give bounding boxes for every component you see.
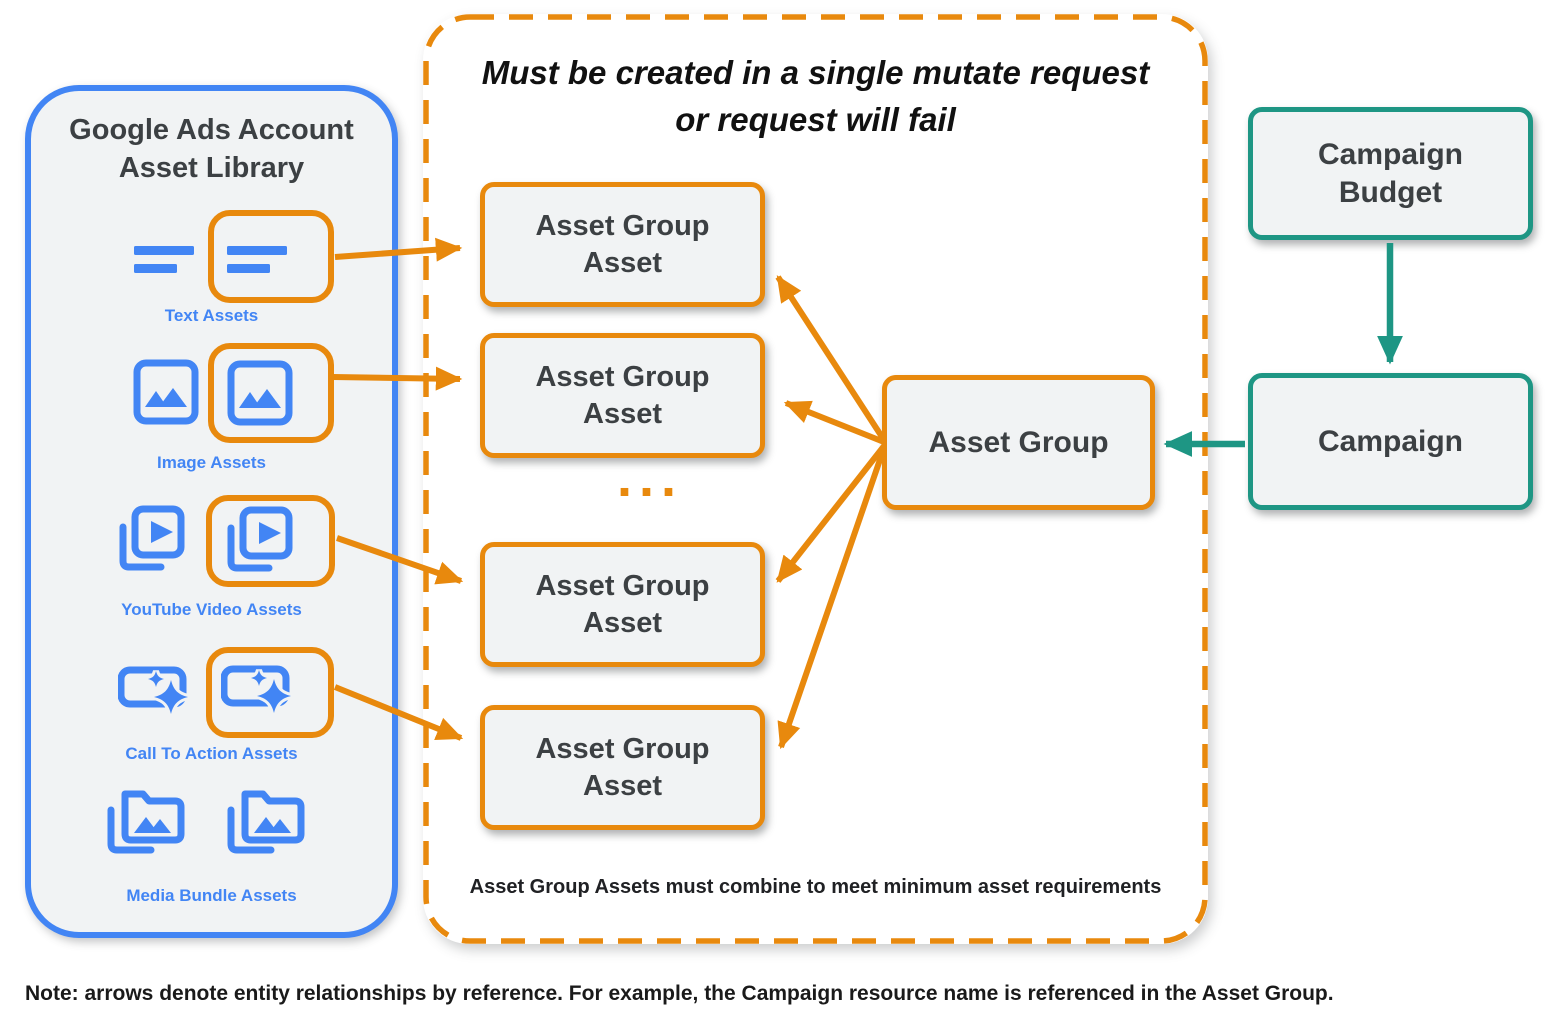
selected-text-asset-outline — [208, 210, 334, 303]
asset-group-asset-box: Asset Group Asset — [480, 705, 765, 830]
asset-group-asset-box: Asset Group Asset — [480, 182, 765, 307]
mutate-request-caption: Asset Group Assets must combine to meet … — [469, 876, 1162, 898]
youtube-video-asset-icon — [115, 505, 185, 577]
media-bundle-asset-icon — [223, 786, 307, 858]
image-assets-label: Image Assets — [157, 453, 266, 472]
text-assets-label: Text Assets — [164, 306, 259, 325]
image-asset-icon — [133, 359, 199, 425]
call-to-action-asset-icon — [118, 662, 198, 718]
campaign-budget-box: Campaign Budget — [1248, 107, 1533, 240]
call-to-action-assets-label: Call To Action Assets — [125, 744, 298, 763]
asset-group-asset-box: Asset Group Asset — [480, 333, 765, 458]
asset-library-title: Google Ads Account Asset Library — [69, 114, 354, 184]
youtube-video-assets-label: YouTube Video Assets — [121, 600, 302, 619]
image-asset-icon — [227, 360, 293, 426]
selected-image-asset-outline — [208, 343, 334, 443]
mutate-request-title: Must be created in a single mutate reque… — [481, 54, 1150, 138]
media-bundle-assets-label: Media Bundle Assets — [126, 886, 297, 905]
campaign-box: Campaign — [1248, 373, 1533, 510]
asset-group-asset-box: Asset Group Asset — [480, 542, 765, 667]
text-asset-icon — [227, 243, 291, 277]
call-to-action-asset-icon — [221, 661, 301, 717]
text-asset-icon — [134, 243, 198, 277]
footnote: Note: arrows denote entity relationships… — [25, 982, 1334, 1005]
youtube-video-asset-icon — [223, 506, 293, 578]
selected-cta-asset-outline — [206, 647, 334, 738]
more-assets-ellipsis: ... — [616, 448, 683, 508]
media-bundle-asset-icon — [103, 786, 187, 858]
asset-group-box: Asset Group — [882, 375, 1155, 510]
selected-youtube-asset-outline — [206, 495, 335, 587]
